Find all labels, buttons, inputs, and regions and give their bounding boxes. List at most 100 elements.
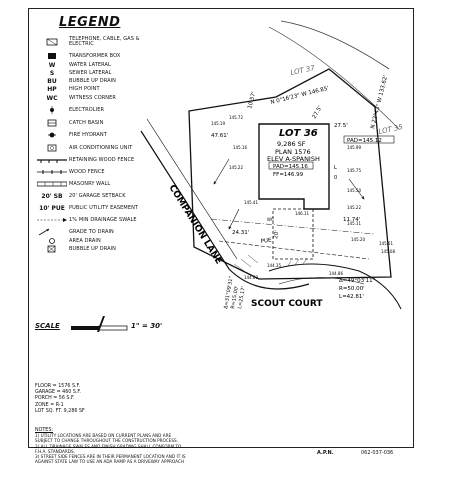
spot-elev: 145.72: [229, 115, 243, 120]
legend-item-label: WOOD FENCE: [69, 168, 105, 175]
apn-value: 062-037-036: [361, 450, 394, 456]
stat-lot: LOT SQ. FT. 9,286 SF: [35, 408, 85, 414]
drainage-swale-icon: [35, 215, 69, 225]
spot-elev: 145.20: [351, 237, 365, 242]
note-line: 1) UTILITY LOCATIONS ARE BASED ON CURREN…: [35, 433, 172, 439]
legend-item-label: ELECTROLIER: [69, 106, 105, 113]
legend-item-label: AIR CONDITIONING UNIT: [69, 144, 133, 151]
spot-elev: 145.11: [347, 221, 361, 226]
legend-item-label: BUBBLE UP DRAIN: [69, 77, 117, 84]
legend-item: AIR CONDITIONING UNIT: [35, 143, 132, 153]
legend-item: S SEWER LATERAL: [35, 68, 112, 78]
dim-left: 47.61': [211, 133, 228, 139]
catch-basin-icon: [35, 118, 69, 128]
legend-item-label: MASONRY WALL: [69, 180, 111, 187]
high-point-icon: HP: [47, 85, 57, 93]
spot-elev: 145.61: [379, 241, 393, 246]
dim-20: 20': [273, 230, 280, 239]
corner-mark: L: [334, 165, 337, 171]
note-line: 3) STREET SIDE FENCES ARE IN THEIR PERMA…: [35, 454, 186, 460]
apn-label: A.P.N.: [317, 450, 334, 456]
ff-elev: FF=146.99: [273, 172, 304, 178]
wood-fence-icon: [35, 167, 69, 177]
legend-item: MASONRY WALL: [35, 179, 110, 189]
note-line: AGAINST STATE LAW TO USE AN ADA RAMP AS …: [35, 459, 184, 465]
legend-item-label: 1% MIN DRAINAGE SWALE: [69, 216, 137, 223]
spot-elev: 144.86: [329, 271, 343, 276]
legend-item-label: FIRE HYDRANT: [69, 131, 107, 138]
utility-box-icon: [35, 37, 69, 47]
legend-item: ELECTROLIER: [35, 105, 104, 115]
note-line: F.H.A. STANDARDS.: [35, 448, 75, 454]
dim-right: 11.74': [343, 217, 360, 223]
legend-item-label: AREA DRAIN: [69, 237, 101, 244]
legend-item-label: 20' GARAGE SETBACK: [69, 192, 126, 199]
legend-item: BU BUBBLE UP DRAIN: [35, 76, 116, 86]
lot-stats: FLOOR = 1576 S.F. GARAGE = 460 S.F. PORC…: [35, 384, 85, 415]
bubble-up-drain-icon: BU: [47, 77, 57, 85]
spot-elev: 146.11: [295, 211, 309, 216]
spot-elev: 145.75: [347, 168, 361, 173]
dim-corner: 27.5': [334, 123, 348, 129]
notes-title: NOTES:: [35, 428, 53, 433]
lot-35-pad: PAD=145.12: [347, 138, 382, 144]
arc-delta: Δ=31°09'31": [223, 276, 235, 309]
curve-radius: R=50.00': [339, 286, 365, 292]
scale-bar-icon: [71, 316, 128, 332]
pad-box: [268, 161, 314, 170]
spot-elev: 145.19: [211, 121, 225, 126]
spot-elev: 145.16: [233, 145, 247, 150]
notes: NOTES: 1) UTILITY LOCATIONS ARE BASED ON…: [35, 428, 265, 464]
lot-37-label: LOT 37: [290, 64, 316, 77]
legend-item: AREA DRAIN: [35, 236, 101, 246]
legend-item: FIRE HYDRANT: [35, 130, 107, 140]
spot-elev: 145.08: [381, 249, 395, 254]
easement-line-icon: 10' PUE: [39, 204, 65, 212]
scale-value: 1" = 30': [131, 322, 163, 330]
garage-driveway: [272, 208, 314, 260]
pad-elev: PAD=145.16: [273, 164, 308, 170]
elevation: ELEV A-SPANISH: [267, 155, 320, 163]
dim-front: 24.31': [232, 230, 249, 236]
east-bearing: N 22°43" W 133.62': [370, 75, 389, 130]
ac-unit-icon: [35, 143, 69, 153]
corner-mark: 0: [334, 175, 337, 181]
legend-item-label: GRADE TO DRAIN: [69, 228, 114, 235]
grade-arrow-icon: [35, 227, 69, 237]
legend-item: CATCH BASIN: [35, 118, 103, 128]
spot-elev: 144.60: [244, 275, 258, 280]
legend-item-label: SEWER LATERAL: [69, 69, 112, 76]
legend-item: GRADE TO DRAIN: [35, 227, 114, 237]
transformer-box-icon: [35, 51, 69, 61]
witness-corner-icon: WC: [46, 94, 58, 102]
arc-radius: R=15.00': [230, 285, 240, 309]
sewer-lateral-icon: S: [49, 69, 55, 77]
legend-item-label: TRANSFORMER BOX: [69, 52, 121, 59]
dim-top: 10.57': [247, 91, 257, 109]
lot-35-label: LOT 35: [378, 123, 404, 136]
site-plan-drawing: LOT 36 9,286 SF PLAN 1576 ELEV A-SPANISH…: [140, 20, 404, 309]
legend-item: RETAINING WOOD FENCE: [35, 155, 134, 165]
note-line: 2) ALL DRAINAGE SWALES AND FINISH GRADIN…: [35, 443, 182, 449]
legend-item: 20' SB 20' GARAGE SETBACK: [35, 191, 126, 201]
lot-label: LOT 36: [279, 128, 318, 139]
masonry-wall-icon: [35, 179, 69, 189]
retaining-fence-icon: [35, 155, 69, 165]
legend-item-label: WATER LATERAL: [69, 61, 111, 68]
curve-length: L=42.81': [339, 294, 364, 300]
spot-elev: 144.35: [267, 263, 281, 268]
legend-item: BUBBLE UP DRAIN: [35, 244, 116, 254]
curve-delta: Δ=49°03'11": [339, 278, 375, 284]
corner-mark: WC: [267, 217, 274, 222]
spot-elev: 145.50: [347, 188, 361, 193]
legend-item-label: HIGH POINT: [69, 85, 100, 92]
setback-line-icon: 20' SB: [41, 192, 63, 200]
spot-elev: 145.99: [347, 145, 361, 150]
arc-length: L=25.17': [237, 286, 247, 309]
electrolier-icon: [35, 105, 69, 115]
dim-top2: 27.5': [312, 105, 324, 120]
street-scout: SCOUT COURT: [251, 299, 323, 309]
